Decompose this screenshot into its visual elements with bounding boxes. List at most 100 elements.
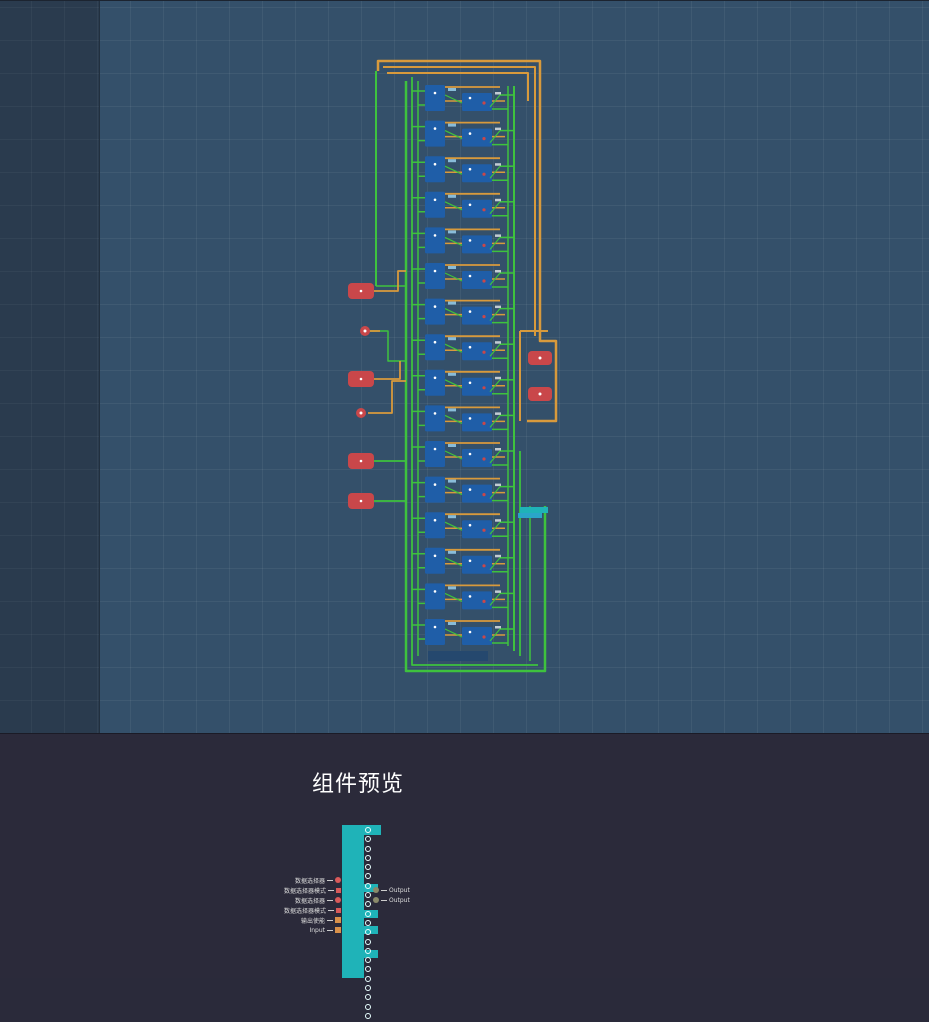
chip bbox=[462, 128, 492, 147]
component-pin-column bbox=[365, 827, 371, 1022]
component-pin[interactable] bbox=[365, 836, 371, 843]
port-marker bbox=[359, 459, 363, 463]
component-pin[interactable] bbox=[365, 957, 371, 964]
wire-green bbox=[444, 343, 463, 353]
component-pin[interactable] bbox=[365, 1012, 371, 1019]
component-tab bbox=[364, 910, 378, 918]
input-pin-label: 输出使能 bbox=[300, 917, 325, 925]
chip bbox=[462, 342, 492, 361]
component-pin[interactable] bbox=[365, 1003, 371, 1010]
wire-green bbox=[489, 201, 501, 215]
pin-dot bbox=[433, 590, 437, 593]
output-pin-row: Output bbox=[373, 885, 410, 895]
circuit-diagram[interactable] bbox=[0, 1, 929, 734]
chip bbox=[462, 199, 492, 218]
pin-label bbox=[448, 123, 456, 127]
bus-connector bbox=[518, 513, 542, 518]
chip bbox=[462, 627, 492, 645]
component-pin[interactable] bbox=[365, 994, 371, 1001]
input-pin-square[interactable] bbox=[336, 887, 341, 893]
pin-label bbox=[448, 550, 456, 554]
component-pin[interactable] bbox=[365, 873, 371, 880]
wire-green bbox=[489, 94, 501, 108]
pin-dot bbox=[433, 234, 437, 237]
wire-green bbox=[444, 557, 463, 567]
pin-dot bbox=[433, 198, 437, 202]
chip bbox=[425, 547, 445, 574]
pin-label bbox=[448, 515, 456, 519]
component-pin[interactable] bbox=[365, 827, 371, 833]
wire-green bbox=[444, 236, 463, 246]
component-pin[interactable] bbox=[365, 892, 371, 899]
chip bbox=[462, 377, 492, 396]
wire-green bbox=[489, 308, 501, 321]
pin-label bbox=[448, 301, 456, 305]
pin-label bbox=[495, 305, 501, 309]
pin-dot bbox=[468, 381, 472, 385]
preview-title: 组件预览 bbox=[311, 772, 404, 797]
pin-dot bbox=[482, 599, 486, 604]
wire-green bbox=[444, 521, 463, 531]
chip bbox=[425, 85, 445, 111]
wire-green bbox=[489, 450, 501, 464]
pin-dot bbox=[468, 452, 472, 456]
port-marker bbox=[538, 356, 542, 360]
input-pin-dot[interactable] bbox=[335, 877, 341, 883]
chip bbox=[425, 369, 445, 396]
pin-label bbox=[495, 198, 501, 202]
wire-green bbox=[444, 165, 463, 175]
wire-green bbox=[444, 308, 463, 318]
wire-green bbox=[444, 130, 463, 140]
wire-green bbox=[489, 557, 501, 571]
chip bbox=[425, 191, 445, 218]
pin-label bbox=[448, 408, 456, 412]
pin-label bbox=[448, 372, 456, 376]
component-pin[interactable] bbox=[365, 864, 371, 871]
component-tab bbox=[364, 926, 378, 934]
pin-label bbox=[448, 337, 456, 341]
component-pin[interactable] bbox=[365, 966, 371, 973]
port-marker bbox=[359, 289, 363, 293]
component-tab bbox=[364, 825, 381, 835]
input-pin-row: Input bbox=[309, 925, 341, 935]
output-pin-dot[interactable] bbox=[373, 897, 379, 903]
wire-orange bbox=[374, 270, 406, 292]
component-pin[interactable] bbox=[365, 929, 371, 936]
pin-dot bbox=[482, 137, 486, 141]
input-pin-dot[interactable] bbox=[335, 897, 341, 903]
input-pin-square[interactable] bbox=[335, 927, 341, 933]
component-pin[interactable] bbox=[365, 845, 371, 852]
wire-green bbox=[444, 592, 463, 602]
circuit-canvas[interactable] bbox=[0, 0, 929, 734]
component-pin[interactable] bbox=[365, 910, 371, 917]
wire-orange bbox=[387, 72, 529, 101]
pin-dot bbox=[468, 559, 472, 563]
chip bbox=[462, 413, 492, 432]
pin-dot bbox=[468, 203, 472, 207]
chip bbox=[462, 449, 492, 467]
component-body[interactable] bbox=[342, 825, 364, 978]
pin-dot bbox=[482, 386, 486, 390]
component-pin[interactable] bbox=[365, 947, 371, 954]
output-pin-label: Output bbox=[389, 886, 410, 894]
pin-dot bbox=[468, 96, 472, 100]
component-pin[interactable] bbox=[365, 919, 371, 926]
pin-dot bbox=[468, 345, 472, 349]
component-pin[interactable] bbox=[365, 882, 371, 889]
wire-green bbox=[444, 272, 463, 282]
chip bbox=[425, 583, 445, 610]
pin-label bbox=[495, 554, 501, 558]
chip bbox=[425, 263, 445, 289]
wire-green bbox=[411, 77, 538, 666]
chip bbox=[425, 298, 445, 325]
component-pin[interactable] bbox=[365, 938, 371, 945]
input-pin-square[interactable] bbox=[335, 917, 341, 923]
component-pin[interactable] bbox=[365, 985, 371, 992]
pin-dot bbox=[482, 493, 486, 497]
input-pin-square[interactable] bbox=[336, 907, 341, 913]
component-pin[interactable] bbox=[365, 854, 371, 861]
component-pin[interactable] bbox=[365, 901, 371, 908]
pin-dot bbox=[482, 635, 486, 639]
component-pin[interactable] bbox=[365, 975, 371, 982]
output-pin-dot[interactable] bbox=[373, 887, 379, 893]
